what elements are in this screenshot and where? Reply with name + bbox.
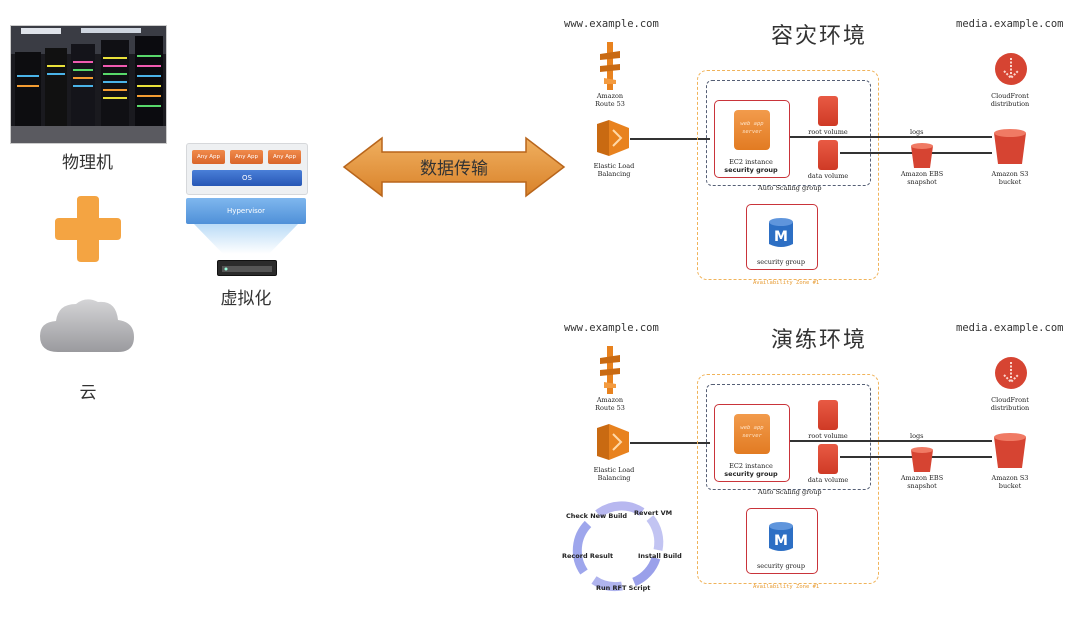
cloudfront-label: CloudFront distribution <box>990 396 1030 412</box>
cycle-step-revert-vm: Revert VM <box>634 509 673 517</box>
auto-scaling-group <box>706 80 871 186</box>
cycle-ring-icon <box>572 501 664 592</box>
elb-icon <box>597 424 629 464</box>
s3-bucket-icon <box>993 432 1027 472</box>
aws-environment-dr: www.example.com 容灾环境 media.example.com A… <box>558 14 1080 314</box>
logs-label: logs <box>910 128 924 136</box>
root-volume-label: root volume <box>808 432 848 440</box>
cloudfront-label: CloudFront distribution <box>990 92 1030 108</box>
availability-zone-label: Availability Zone #1 <box>753 584 820 590</box>
cloud-icon <box>38 294 136 356</box>
availability-zone-label: Availability Zone #1 <box>753 280 820 286</box>
elb-connector <box>630 138 710 140</box>
root-volume-label: root volume <box>808 128 848 136</box>
elb-label: Elastic Load Balancing <box>593 162 635 178</box>
cloudfront-icon <box>994 52 1028 90</box>
web-app-server-icon: web app server <box>734 110 770 150</box>
projection-beam <box>194 224 298 254</box>
root-volume-icon <box>818 96 838 126</box>
environment-title: 演练环境 <box>771 328 868 353</box>
logs-connector <box>790 440 992 442</box>
physical-machine-label: 物理机 <box>62 153 113 173</box>
cycle-step-run-rft-script: Run RFT Script <box>596 584 651 592</box>
rds-sg-label: security group <box>756 562 806 570</box>
transfer-label: 数据传输 <box>420 159 488 179</box>
media-domain-url: media.example.com <box>956 322 1064 334</box>
cloud-label: 云 <box>79 383 97 403</box>
route53-icon <box>598 346 622 398</box>
rds-security-group <box>746 508 818 574</box>
aws-environment-drill: www.example.com 演练环境 media.example.com A… <box>558 318 1080 618</box>
app-block: Any App <box>192 150 225 164</box>
plus-icon <box>55 196 121 262</box>
hypervisor-block: Hypervisor <box>186 198 306 224</box>
elb-label: Elastic Load Balancing <box>593 466 635 482</box>
data-volume-icon <box>818 140 838 170</box>
virtualization-label: 虚拟化 <box>220 289 272 309</box>
elb-icon <box>597 120 629 160</box>
security-group-label: security group <box>724 470 778 478</box>
domain-url: www.example.com <box>564 18 659 30</box>
rds-security-group <box>746 204 818 270</box>
rds-database-icon: M <box>768 522 794 552</box>
availability-zone <box>697 374 879 584</box>
ebs-snapshot-label: Amazon EBS snapshot <box>900 474 944 490</box>
domain-url: www.example.com <box>564 322 659 334</box>
media-domain-url: media.example.com <box>956 18 1064 30</box>
logs-label: logs <box>910 432 924 440</box>
route53-icon <box>598 42 622 94</box>
cycle-step-record-result: Record Result <box>562 552 614 560</box>
cycle-step-install-build: Install Build <box>638 552 682 560</box>
data-transfer-arrow <box>342 136 566 198</box>
cloudfront-icon <box>994 356 1028 394</box>
ebs-snapshot-icon <box>910 142 934 172</box>
svg-text:M: M <box>774 533 788 549</box>
data-volume-label: data volume <box>807 476 849 484</box>
s3-bucket-icon <box>993 128 1027 168</box>
ec2-label: EC2 instance <box>729 158 773 166</box>
app-block: Any App <box>230 150 263 164</box>
auto-scaling-group <box>706 384 871 490</box>
route53-label: Amazon Route 53 <box>595 396 625 412</box>
environment-title: 容灾环境 <box>771 24 868 49</box>
hardware-server-icon <box>217 260 277 276</box>
server-rack-photo <box>10 25 167 144</box>
svg-text:M: M <box>774 229 788 245</box>
s3-bucket-label: Amazon S3 bucket <box>991 474 1029 490</box>
rds-database-icon: M <box>768 218 794 248</box>
web-app-server-icon: web app server <box>734 414 770 454</box>
ec2-label: EC2 instance <box>729 462 773 470</box>
rds-sg-label: security group <box>756 258 806 266</box>
logs-connector <box>790 136 992 138</box>
app-block: Any App <box>268 150 301 164</box>
s3-bucket-label: Amazon S3 bucket <box>991 170 1029 186</box>
ec2-security-group <box>714 404 790 482</box>
test-cycle-diagram: Check New Build Revert VM Install Build … <box>560 500 682 592</box>
route53-label: Amazon Route 53 <box>595 92 625 108</box>
virtualization-stack: Any App Any App Any App OS Hypervisor <box>186 143 308 283</box>
ebs-snapshot-label: Amazon EBS snapshot <box>900 170 944 186</box>
auto-scaling-label: Auto Scaling group <box>758 184 822 192</box>
data-volume-label: data volume <box>807 172 849 180</box>
root-volume-icon <box>818 400 838 430</box>
data-volume-icon <box>818 444 838 474</box>
os-block: OS <box>192 170 302 186</box>
ec2-security-group <box>714 100 790 178</box>
cycle-step-check-new-build: Check New Build <box>566 512 628 520</box>
vm-box: Any App Any App Any App OS <box>186 143 308 195</box>
availability-zone <box>697 70 879 280</box>
auto-scaling-label: Auto Scaling group <box>758 488 822 496</box>
security-group-label: security group <box>724 166 778 174</box>
elb-connector <box>630 442 710 444</box>
ebs-snapshot-icon <box>910 446 934 476</box>
